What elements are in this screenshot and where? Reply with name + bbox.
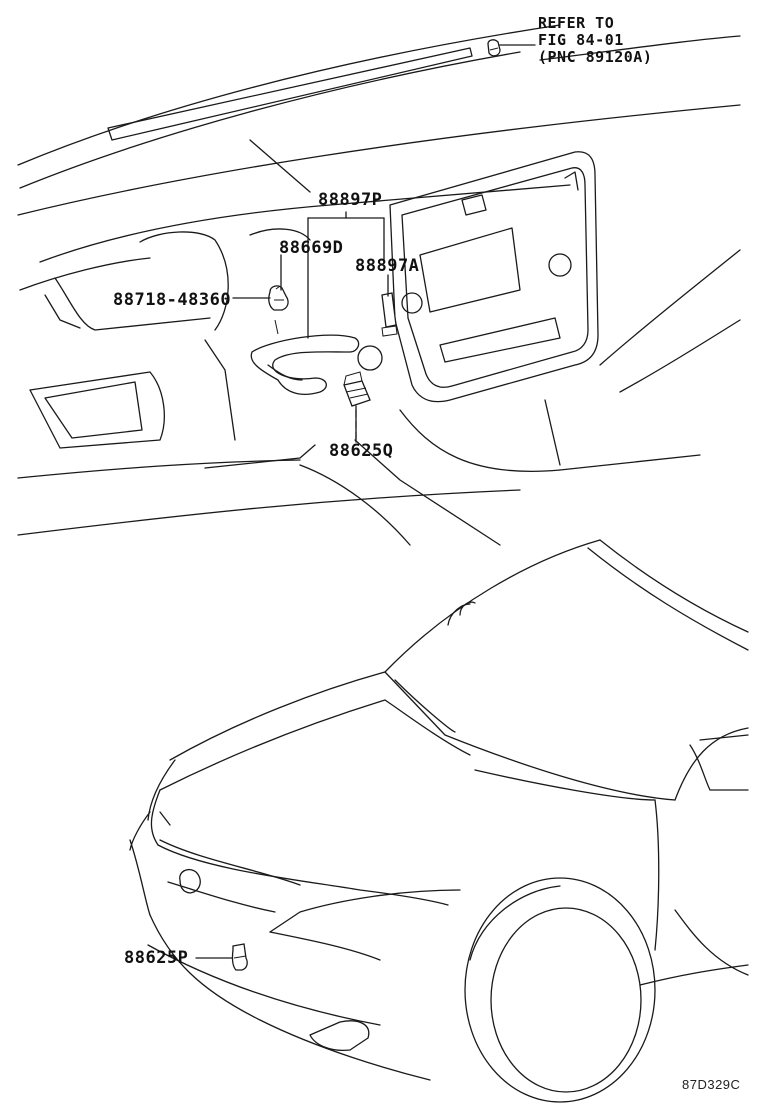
part-module-88625q xyxy=(343,371,371,407)
windshield-outline xyxy=(17,24,741,216)
part-sensor-88625p xyxy=(231,943,248,971)
refer-note-line3: (PNC 89120A) xyxy=(538,48,653,66)
car-body-outline xyxy=(129,539,749,1081)
center-stack xyxy=(357,151,599,403)
refer-note: REFER TO FIG 84-01 (PNC 89120A) xyxy=(538,15,652,66)
part-label-88718-48360: 88718-48360 xyxy=(113,290,232,310)
part-sensor-88897a xyxy=(381,292,398,337)
wire-harness xyxy=(250,334,360,395)
refer-note-line2: FIG 84-01 xyxy=(538,31,624,49)
part-label-88669d: 88669D xyxy=(279,238,344,258)
leader-lines-upper xyxy=(232,44,536,443)
part-label-88897a: 88897A xyxy=(355,256,420,276)
part-label-88897p: 88897P xyxy=(318,190,383,210)
wheel-front xyxy=(464,877,656,1103)
part-clip-88718 xyxy=(268,285,289,311)
part-label-88625q: 88625Q xyxy=(329,441,394,461)
refer-note-line1: REFER TO xyxy=(538,14,615,32)
dashboard-outline xyxy=(17,184,741,546)
part-label-88625p: 88625P xyxy=(124,948,189,968)
diagram-code: 87D329C xyxy=(682,1077,741,1092)
refer-clip xyxy=(487,39,501,57)
